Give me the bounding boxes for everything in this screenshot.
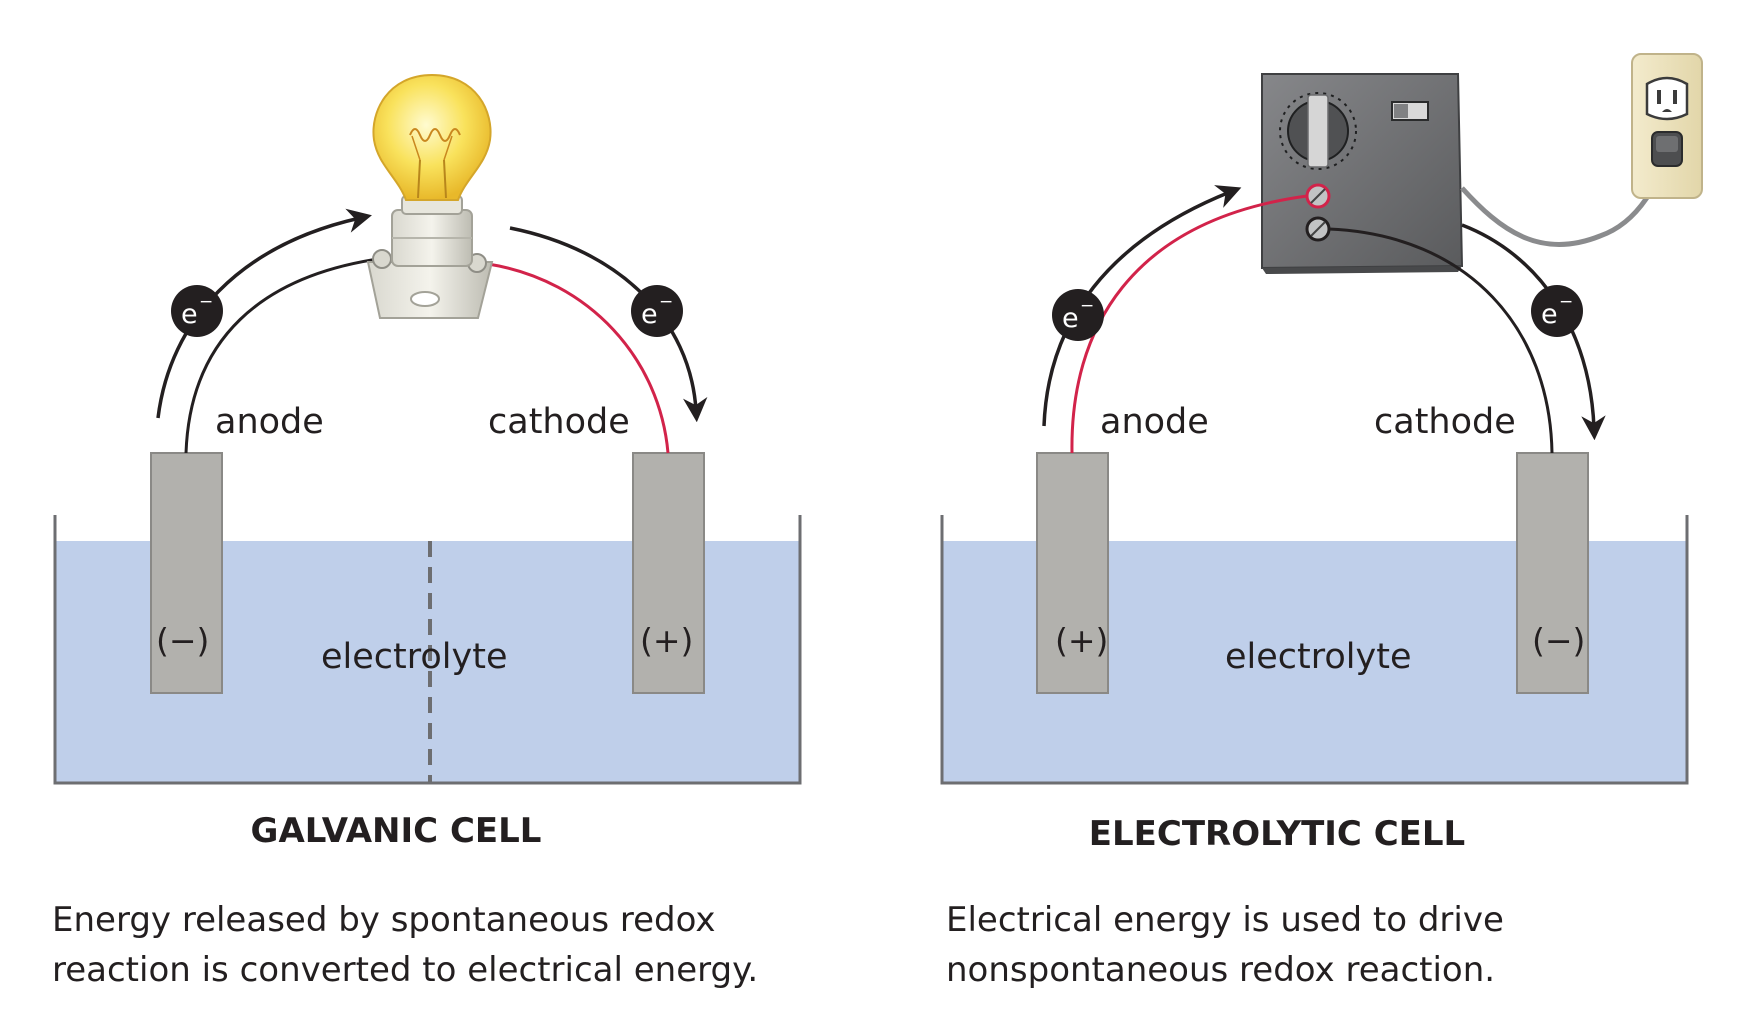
- svg-text:e: e: [1062, 303, 1079, 334]
- galvanic-cathode-wire: [487, 262, 670, 454]
- svg-text:−: −: [1080, 296, 1094, 316]
- galvanic-electron-flow-arrow-left: [156, 208, 372, 419]
- svg-text:−: −: [1559, 292, 1573, 312]
- electrolytic-anode-label: anode: [1100, 402, 1209, 442]
- svg-text:e: e: [181, 299, 198, 330]
- galvanic-cathode-electrode: [632, 452, 705, 694]
- galvanic-caption-line-2: reaction is converted to electrical ener…: [52, 950, 758, 990]
- electrolytic-electrolyte-label: electrolyte: [1225, 637, 1411, 677]
- galvanic-beaker: [53, 515, 802, 785]
- electrolytic-caption-line-1: Electrical energy is used to drive: [946, 900, 1504, 940]
- electrolytic-beaker: [940, 515, 1689, 785]
- svg-text:−: −: [199, 292, 213, 312]
- galvanic-caption-line-1: Energy released by spontaneous redox: [52, 900, 715, 940]
- electrolytic-cell: e − e − anode cathode (+) (−) electrolyt…: [940, 53, 1703, 990]
- svg-text:e: e: [1541, 299, 1558, 330]
- galvanic-anode-label: anode: [215, 402, 324, 442]
- electrolytic-cathode-electrode: [1516, 452, 1589, 694]
- svg-text:e: e: [641, 299, 658, 330]
- power-supply-icon: [1261, 73, 1464, 274]
- galvanic-cathode-sign: (+): [640, 621, 693, 660]
- electrolytic-cathode-label: cathode: [1374, 402, 1516, 442]
- galvanic-anode-electrode: [150, 452, 223, 694]
- galvanic-electrolyte-label: electrolyte: [321, 637, 507, 677]
- light-bulb-icon: [366, 73, 494, 319]
- galvanic-electron-marker-left: e −: [171, 285, 223, 337]
- galvanic-electron-marker-right: e −: [631, 285, 683, 337]
- electrolytic-electron-marker-right: e −: [1531, 285, 1583, 337]
- electrolytic-anode-wire: [1070, 194, 1308, 454]
- electrolytic-anode-electrode: [1036, 452, 1109, 694]
- electrolytic-anode-sign: (+): [1055, 621, 1108, 660]
- svg-text:−: −: [659, 292, 673, 312]
- electrolytic-cathode-sign: (−): [1532, 621, 1585, 660]
- electrolytic-electron-marker-left: e −: [1052, 289, 1104, 341]
- electrolytic-cell-title: ELECTROLYTIC CELL: [1089, 814, 1465, 854]
- galvanic-anode-wire: [184, 256, 386, 454]
- electrolytic-electron-flow-arrow-left: [1042, 185, 1242, 427]
- galvanic-cell: e − e − anode cathode: [52, 73, 802, 990]
- wall-outlet-icon: [1631, 53, 1703, 199]
- galvanic-anode-sign: (−): [156, 621, 209, 660]
- electrolytic-cathode-wire: [1328, 227, 1554, 454]
- galvanic-cathode-label: cathode: [488, 402, 630, 442]
- galvanic-cell-title: GALVANIC CELL: [251, 811, 542, 851]
- electrolytic-caption-line-2: nonspontaneous redox reaction.: [946, 950, 1495, 990]
